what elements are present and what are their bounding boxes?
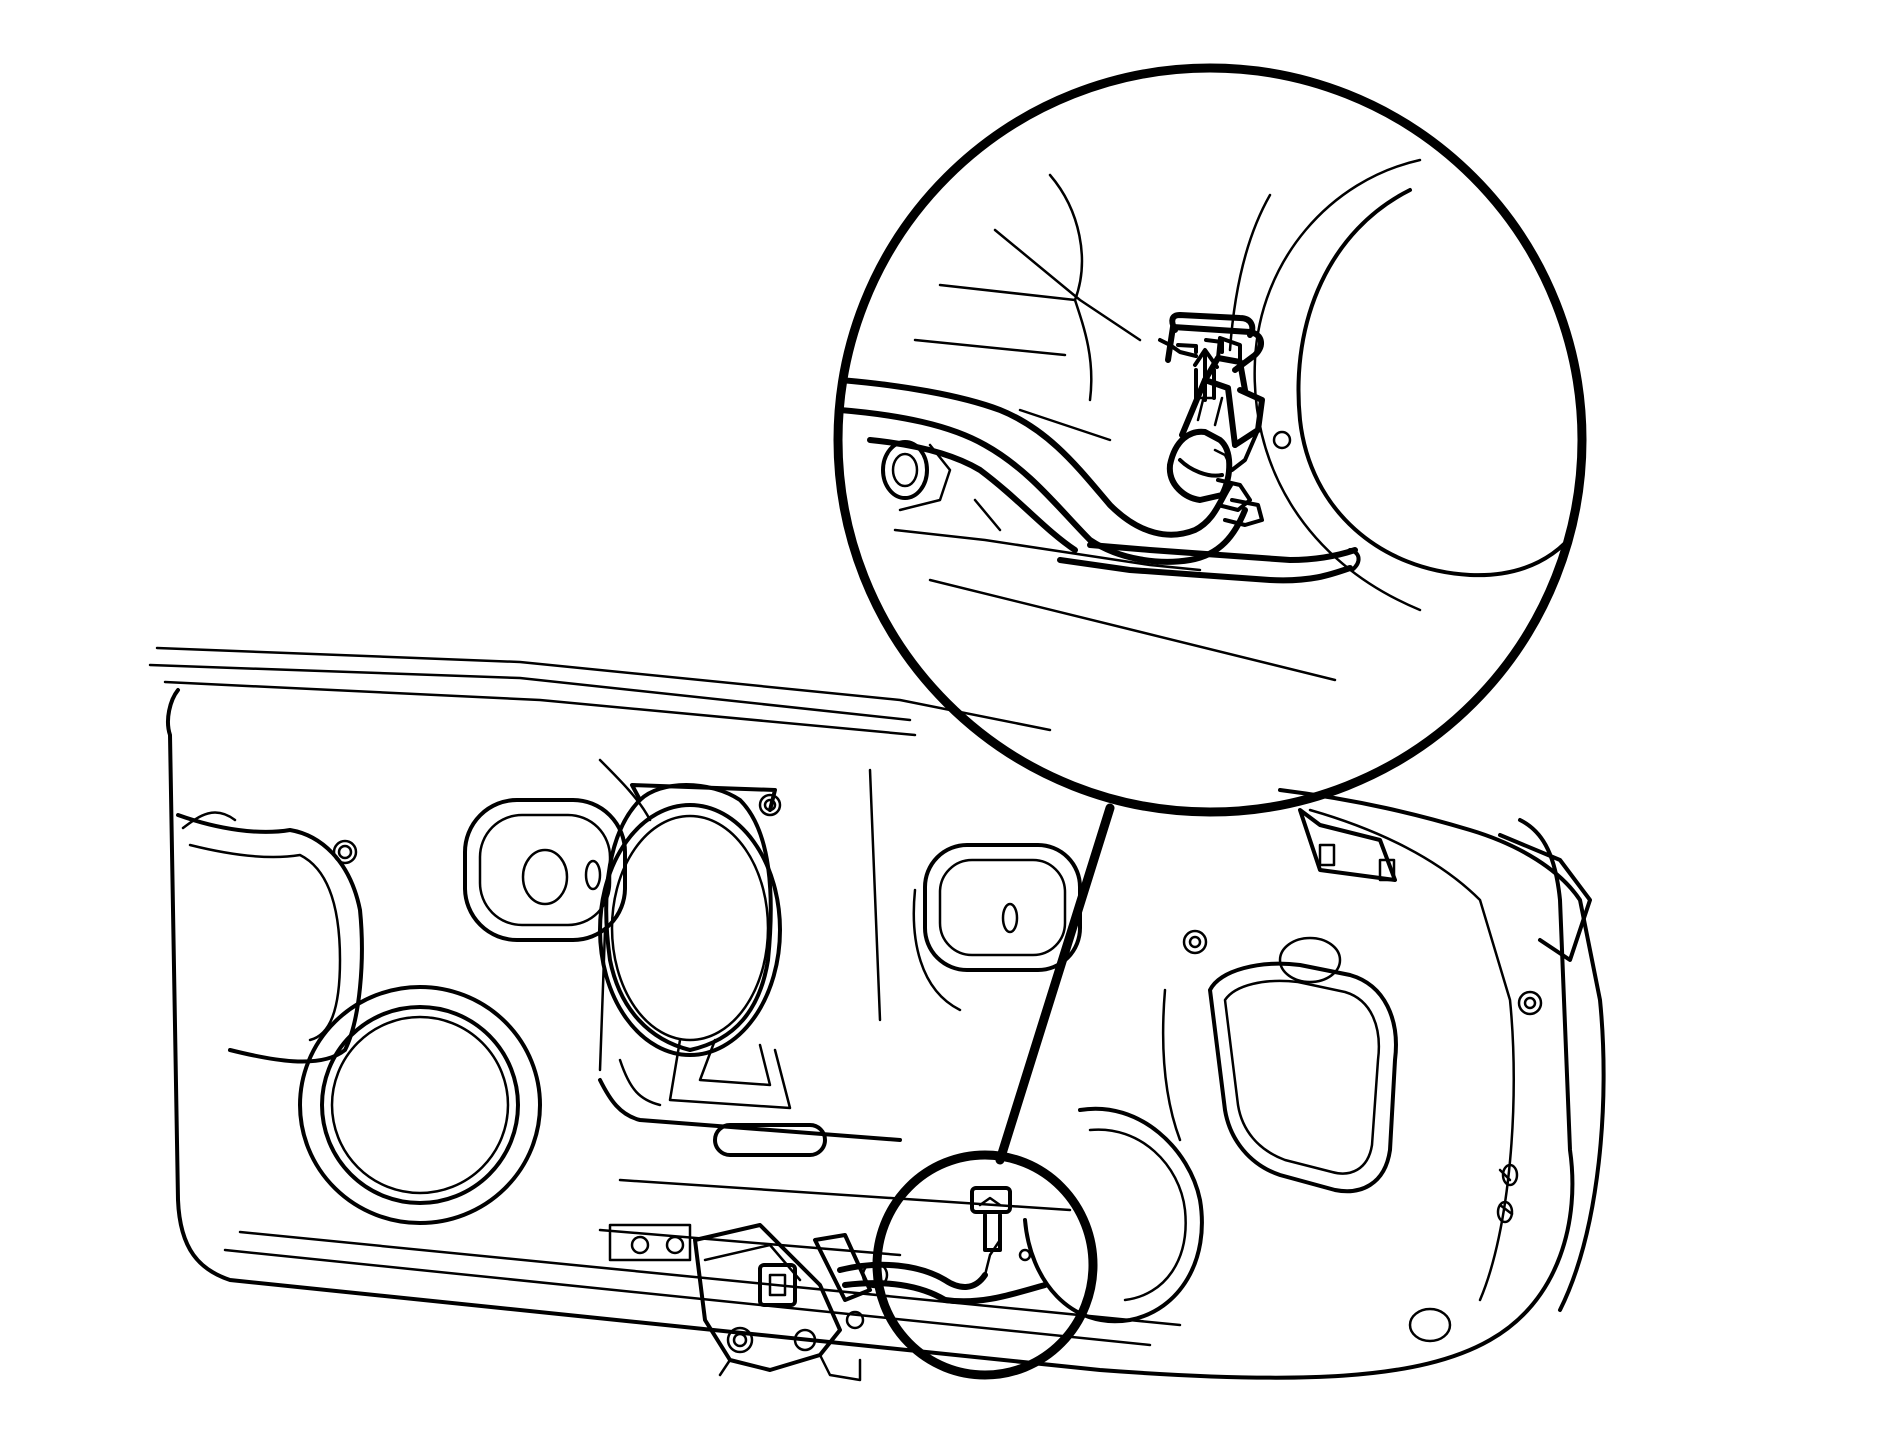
detail-callout-large (833, 63, 1587, 817)
magnified-connector-detail (840, 158, 1580, 682)
door-inner-panel (148, 646, 1606, 1380)
wiring-harness (837, 1186, 1048, 1305)
door-latch-assembly (693, 1223, 889, 1382)
detail-callout-small (872, 1150, 1098, 1380)
callout-leader-line (995, 803, 1115, 1165)
